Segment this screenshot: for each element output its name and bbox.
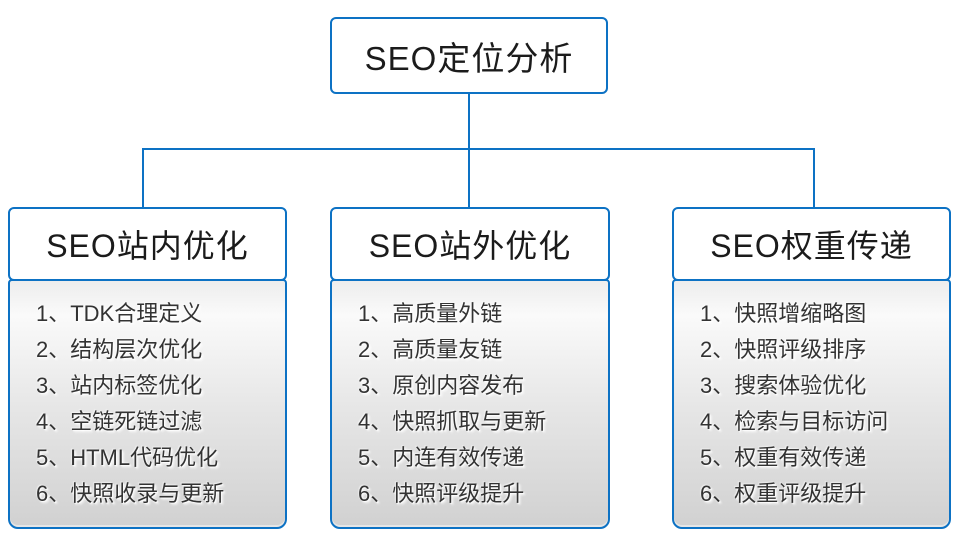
branch-onsite-optimization: SEO站内优化 1、TDK合理定义 2、结构层次优化 3、站内标签优化 4、空链… <box>8 207 287 529</box>
branch-weight-title: SEO权重传递 <box>710 228 913 264</box>
connector-left-vertical <box>142 148 144 208</box>
list-item: 1、TDK合理定义 <box>36 301 203 326</box>
list-item: 1、高质量外链 <box>358 301 503 326</box>
list-item: 5、内连有效传递 <box>358 445 525 470</box>
list-item: 6、快照收录与更新 <box>36 481 225 506</box>
list-item: 6、快照评级提升 <box>358 481 525 506</box>
connector-right-vertical <box>813 148 815 208</box>
list-item: 4、快照抓取与更新 <box>358 409 547 434</box>
branch-offsite-list: 1、高质量外链 2、高质量友链 3、原创内容发布 4、快照抓取与更新 5、内连有… <box>330 279 610 529</box>
list-item: 3、搜索体验优化 <box>700 373 867 398</box>
list-item: 4、空链死链过滤 <box>36 409 203 434</box>
list-item: 5、HTML代码优化 <box>36 445 219 470</box>
branch-offsite-optimization: SEO站外优化 1、高质量外链 2、高质量友链 3、原创内容发布 4、快照抓取与… <box>330 207 610 529</box>
connector-root-vertical <box>468 94 470 208</box>
branch-weight-list: 1、快照增缩略图 2、快照评级排序 3、搜索体验优化 4、检索与目标访问 5、权… <box>672 279 951 529</box>
list-item: 6、权重评级提升 <box>700 481 867 506</box>
connector-horizontal <box>142 148 815 150</box>
branch-weight-header: SEO权重传递 <box>672 207 951 281</box>
list-item: 3、站内标签优化 <box>36 373 203 398</box>
list-item: 2、高质量友链 <box>358 337 503 362</box>
branch-onsite-header: SEO站内优化 <box>8 207 287 281</box>
branch-offsite-title: SEO站外优化 <box>368 228 572 264</box>
list-item: 2、快照评级排序 <box>700 337 867 362</box>
root-node: SEO定位分析 <box>330 17 608 94</box>
list-item: 3、原创内容发布 <box>358 373 525 398</box>
branch-offsite-header: SEO站外优化 <box>330 207 610 281</box>
branch-onsite-title: SEO站内优化 <box>46 228 249 264</box>
list-item: 2、结构层次优化 <box>36 337 203 362</box>
list-item: 1、快照增缩略图 <box>700 301 867 326</box>
branch-weight-transfer: SEO权重传递 1、快照增缩略图 2、快照评级排序 3、搜索体验优化 4、检索与… <box>672 207 951 529</box>
list-item: 5、权重有效传递 <box>700 445 867 470</box>
root-node-title: SEO定位分析 <box>364 39 574 77</box>
branch-onsite-list: 1、TDK合理定义 2、结构层次优化 3、站内标签优化 4、空链死链过滤 5、H… <box>8 279 287 529</box>
list-item: 4、检索与目标访问 <box>700 409 889 434</box>
